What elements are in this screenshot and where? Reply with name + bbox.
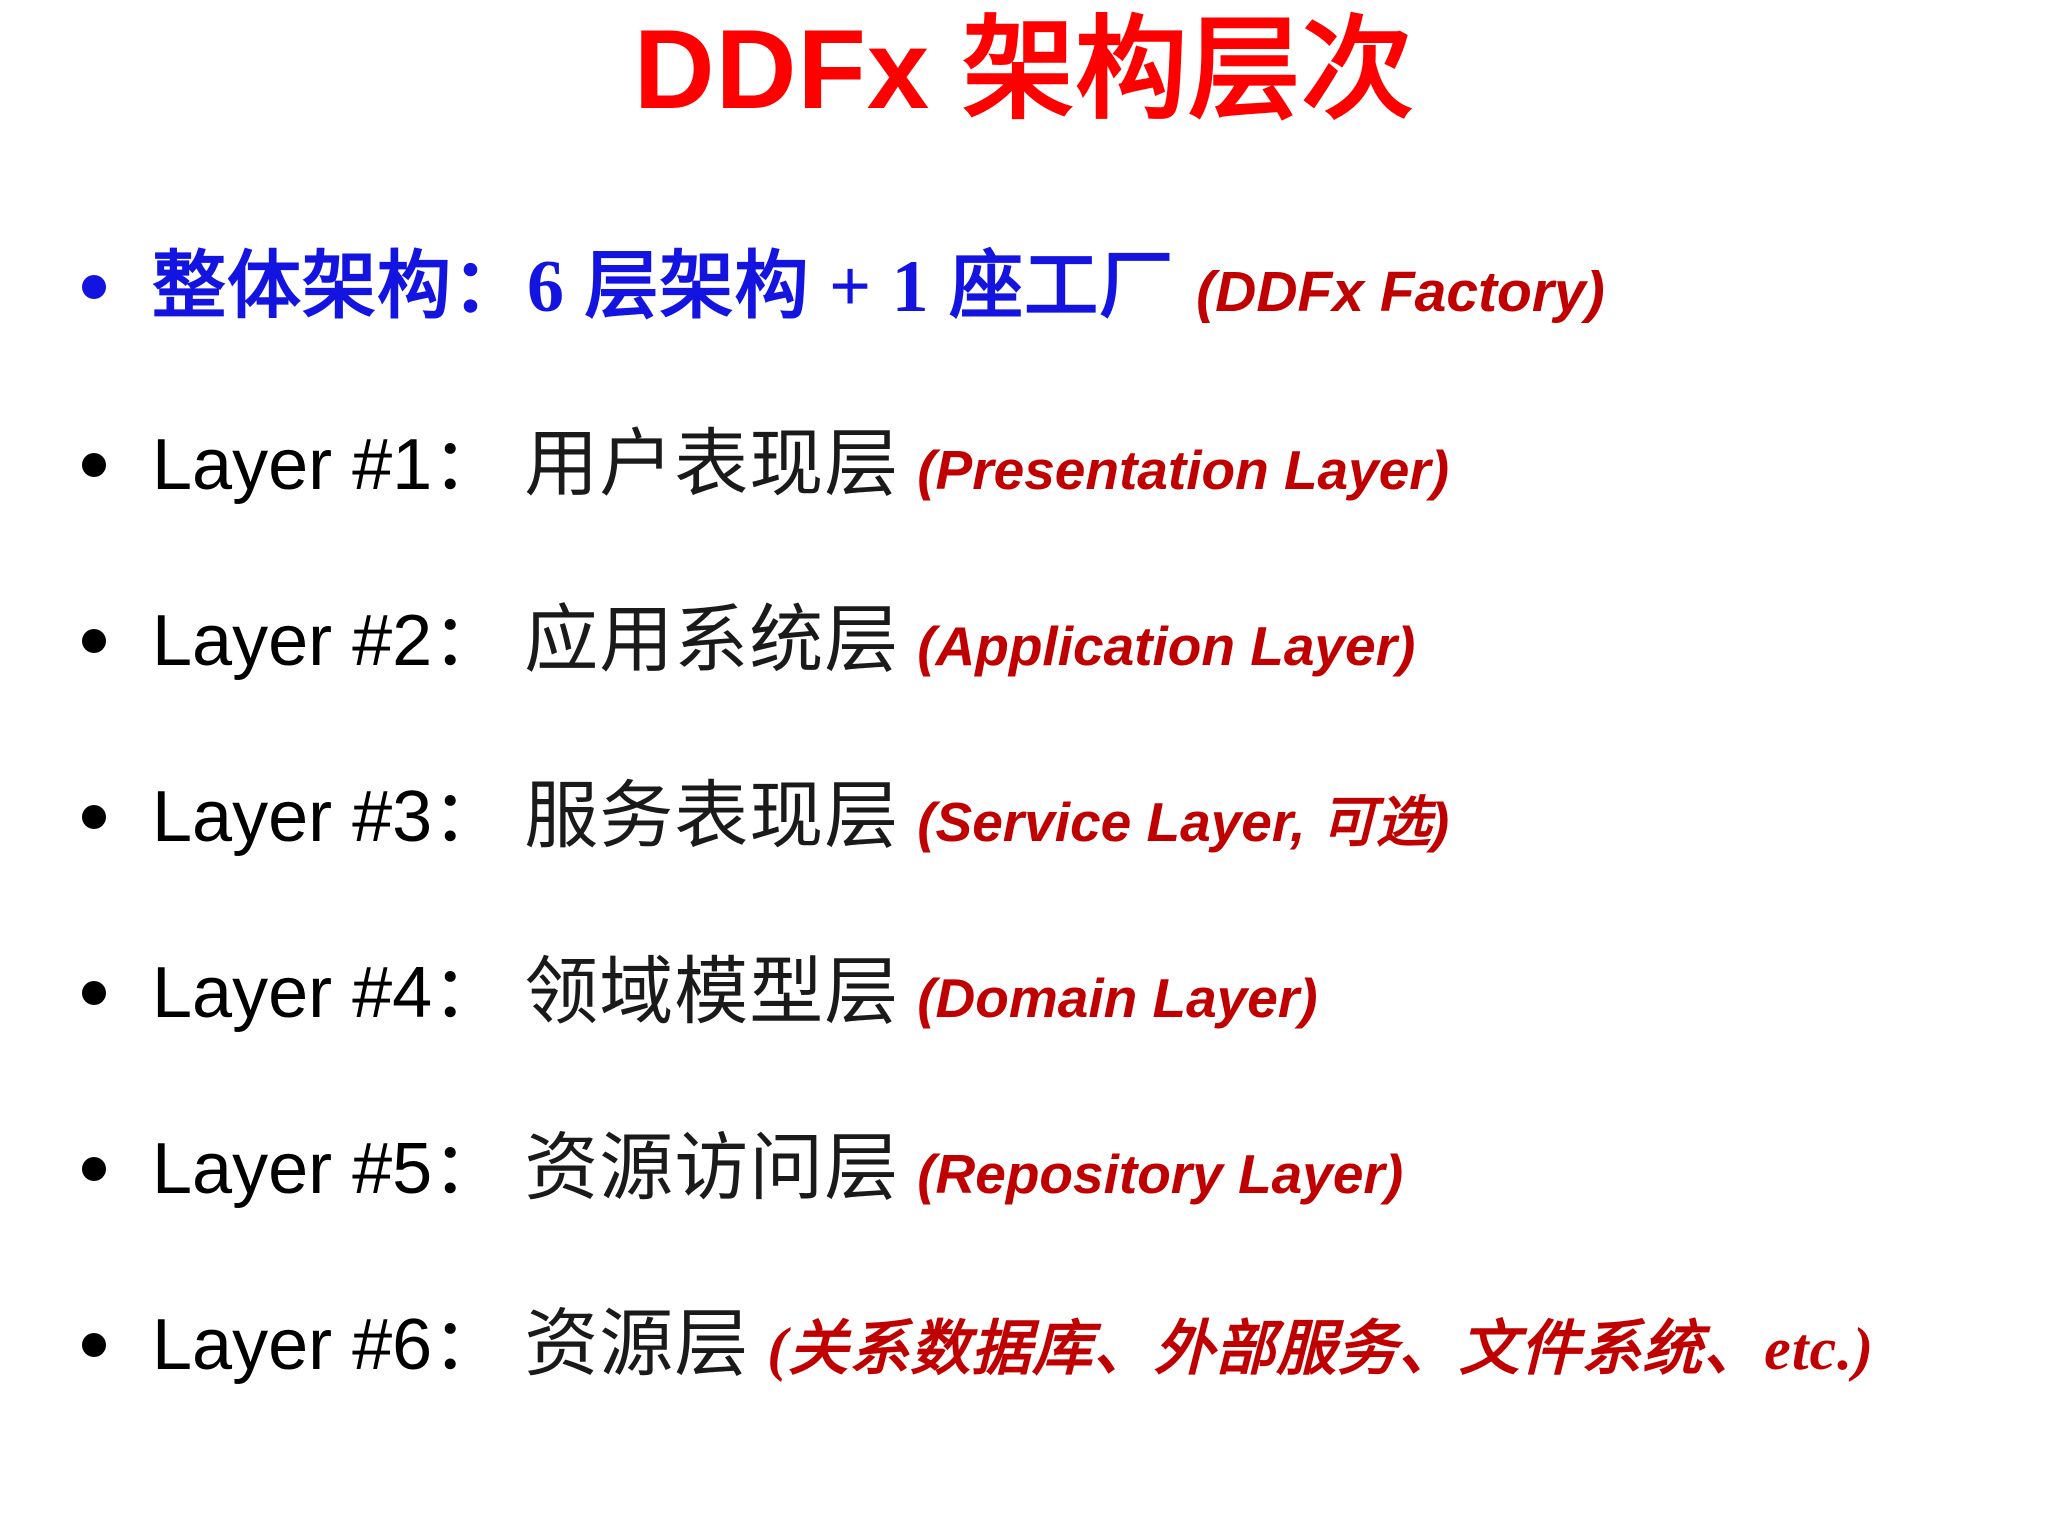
layer-label: Layer #1： (152, 425, 505, 505)
bullet-point-icon (82, 782, 152, 838)
layer-name-en: (Presentation Layer) (917, 439, 1450, 501)
bullet-point-icon (82, 958, 152, 1014)
layer-name-zh: 资源访问层 (524, 1128, 900, 1210)
list-item-body: Layer #4： 领域模型层 (Domain Layer) (152, 956, 2022, 1030)
list-item: 整体架构：6 层架构 + 1 座工厂 (DDFx Factory) (82, 250, 2022, 364)
page-title: DDFx 架构层次 (633, 7, 1415, 132)
list-item-body: Layer #2： 应用系统层 (Application Layer) (152, 604, 2022, 678)
layer-name-en: (Repository Layer) (917, 1143, 1404, 1205)
layer-name-en: (Service Layer, 可选) (917, 791, 1450, 853)
list-item: Layer #6： 资源层 (关系数据库、外部服务、文件系统、etc.) (82, 1308, 2022, 1422)
list-item: Layer #5： 资源访问层 (Repository Layer) (82, 1132, 2022, 1246)
layer-name-zh: 服务表现层 (524, 776, 900, 858)
layer-label: Layer #2： (152, 601, 505, 681)
layer-name-zh: 资源层 (524, 1304, 750, 1386)
bullet-point-icon (82, 1310, 152, 1366)
bullet-point-icon (82, 1134, 152, 1190)
bullet-point-icon (82, 252, 152, 308)
list-item: Layer #2： 应用系统层 (Application Layer) (82, 604, 2022, 718)
list-item: Layer #3： 服务表现层 (Service Layer, 可选) (82, 780, 2022, 894)
bullet-point-icon (82, 606, 152, 662)
layer-name-en: (Domain Layer) (917, 967, 1318, 1029)
list-item: Layer #4： 领域模型层 (Domain Layer) (82, 956, 2022, 1070)
layer-name-en: (Application Layer) (917, 615, 1416, 677)
layer-name-zh: 应用系统层 (524, 600, 900, 682)
list-item: Layer #1： 用户表现层 (Presentation Layer) (82, 428, 2022, 542)
layer-label: Layer #6： (152, 1305, 505, 1385)
list-item-body: Layer #3： 服务表现层 (Service Layer, 可选) (152, 780, 2022, 854)
list-item-body: Layer #5： 资源访问层 (Repository Layer) (152, 1132, 2022, 1206)
layer-label: Layer #5： (152, 1129, 505, 1209)
overall-architecture-note: (DDFx Factory) (1196, 260, 1605, 324)
layer-label: Layer #3： (152, 777, 505, 857)
layer-name-zh: 用户表现层 (524, 424, 900, 506)
layer-name-en: (关系数据库、外部服务、文件系统、etc.) (767, 1316, 1875, 1382)
bullet-list: 整体架构：6 层架构 + 1 座工厂 (DDFx Factory) Layer … (82, 250, 2022, 1422)
list-item-body: 整体架构：6 层架构 + 1 座工厂 (DDFx Factory) (152, 250, 2022, 324)
layer-label: Layer #4： (152, 953, 505, 1033)
layer-name-zh: 领域模型层 (524, 952, 900, 1034)
overall-architecture-text: 整体架构：6 层架构 + 1 座工厂 (152, 246, 1175, 328)
list-item-body: Layer #1： 用户表现层 (Presentation Layer) (152, 428, 2022, 502)
bullet-point-icon (82, 430, 152, 486)
list-item-body: Layer #6： 资源层 (关系数据库、外部服务、文件系统、etc.) (152, 1308, 2022, 1382)
